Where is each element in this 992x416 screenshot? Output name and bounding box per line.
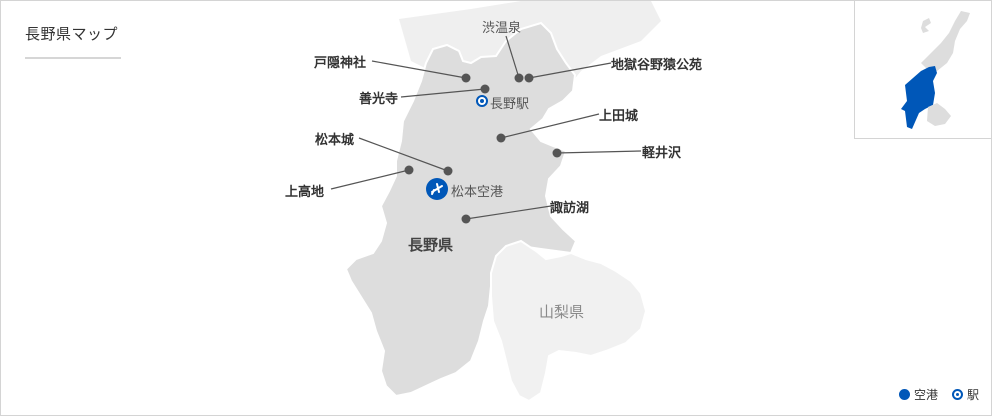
spot-label-matsumoto-castle[interactable]: 松本城 [315,133,355,148]
spot-pins [404,73,562,224]
legend-station: 駅 [951,386,979,403]
yamanashi-label: 山梨県 [539,303,585,321]
legend-airport-label: 空港 [913,388,938,402]
spot-label-jigokudani[interactable]: 地獄谷野猿公苑 [611,58,703,73]
legend-station-label: 駅 [966,388,979,402]
spot-label-togakushi[interactable]: 戸隠神社 [314,56,367,71]
pin-suwa-lake [461,214,471,224]
spot-label-zenkoji[interactable]: 善光寺 [359,92,399,107]
locator-yamanashi [927,103,951,126]
spot-label-kamikochi[interactable]: 上高地 [285,185,325,200]
yamanashi-prefecture[interactable] [490,239,648,403]
station-legend-icon [951,389,963,400]
spot-label-shibu-onsen[interactable]: 渋温泉 [482,21,522,36]
pin-zenkoji [480,84,490,94]
spot-label-karuizawa[interactable]: 軽井沢 [642,146,682,161]
title-underline [25,57,121,59]
pin-shibu-onsen [514,73,524,83]
locator-sado-island [921,18,931,33]
leader-lines [330,35,642,220]
pin-karuizawa [552,148,562,158]
station-icon[interactable] [476,95,488,107]
pin-togakushi [461,73,471,83]
locator-map [901,11,970,129]
map-legend: 空港 駅 [891,386,979,403]
pin-ueda-castle [496,133,506,143]
nagano-label: 長野県 [408,236,454,254]
airplane-icon[interactable] [426,178,448,200]
airport-label[interactable]: 松本空港 [451,185,504,200]
station-label[interactable]: 長野駅 [490,97,530,112]
spot-label-suwa-lake[interactable]: 諏訪湖 [550,201,590,216]
page-title: 長野県マップ [25,25,119,43]
airport-legend-icon [898,389,910,400]
locator-inset-map [854,1,991,139]
legend-airport: 空港 [898,386,938,403]
locator-niigata [921,11,970,71]
locator-nagano-highlight [901,66,937,129]
pin-jigokudani [524,73,534,83]
pin-kamikochi [404,165,414,175]
spot-label-ueda-castle[interactable]: 上田城 [599,109,639,124]
pin-matsumoto-castle [443,166,453,176]
